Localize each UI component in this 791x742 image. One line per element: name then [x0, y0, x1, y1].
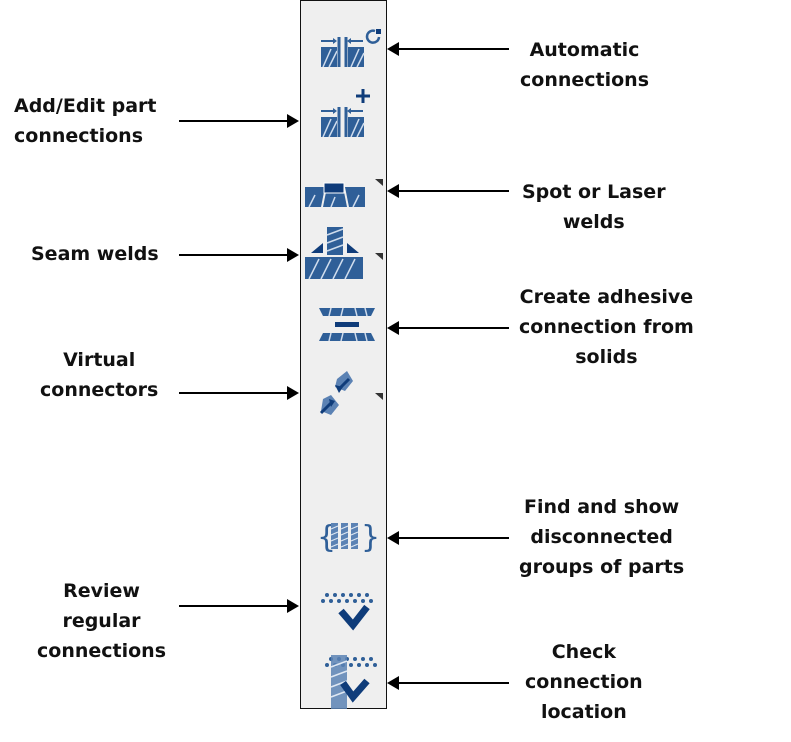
dot — [325, 663, 329, 667]
review-connections-icon — [321, 593, 373, 631]
dot — [329, 599, 333, 603]
label-check-location: Check connection location — [525, 641, 643, 723]
label-review-connections: Review regular connections — [37, 580, 167, 662]
dot — [369, 657, 373, 661]
label-seam-welds: Seam welds — [31, 243, 159, 265]
virtual-connectors-button[interactable] — [301, 369, 386, 415]
seam-welds-button[interactable] — [301, 227, 386, 280]
adhesive-connection-button[interactable] — [301, 306, 386, 350]
arrow-spot — [387, 184, 509, 198]
dot — [349, 663, 353, 667]
arrow-add-edit — [179, 114, 299, 128]
dot — [365, 663, 369, 667]
dot — [333, 593, 337, 597]
dot — [353, 599, 357, 603]
connections-toolbar: { } — [300, 0, 387, 709]
arrow-seam — [179, 248, 299, 262]
label-virtual-connectors: Virtual connectors — [40, 349, 159, 401]
spot-weld-icon — [305, 182, 365, 208]
dot — [361, 657, 365, 661]
label-automatic-connections: Automatic connections — [520, 39, 650, 91]
dot — [325, 593, 329, 597]
dot — [361, 599, 365, 603]
dropdown-arrow-icon[interactable] — [375, 393, 383, 400]
check-location-icon — [325, 655, 377, 709]
automatic-connections-icon — [321, 29, 381, 68]
dot — [369, 599, 373, 603]
dot — [341, 593, 345, 597]
label-spot-welds: Spot or Laser welds — [522, 181, 666, 233]
arrow-adhesive — [387, 321, 509, 335]
dot — [365, 593, 369, 597]
label-add-edit-connections: Add/Edit part connections — [14, 95, 157, 147]
adhesive-connection-icon — [319, 307, 375, 342]
dropdown-arrow-icon[interactable] — [375, 179, 383, 186]
arrow-virtual — [179, 386, 299, 400]
dot — [353, 657, 357, 661]
dot — [373, 663, 377, 667]
label-disconnected-groups: Find and show disconnected groups of par… — [519, 496, 685, 578]
add-edit-connections-icon — [321, 89, 370, 137]
arrow-review — [179, 599, 299, 613]
arrow-check — [387, 676, 509, 690]
seam-weld-icon — [305, 227, 363, 280]
add-edit-connections-button[interactable] — [301, 87, 386, 137]
arrow-automatic — [387, 42, 509, 56]
dot — [357, 663, 361, 667]
spot-welds-button[interactable] — [301, 173, 386, 217]
disconnected-groups-button[interactable]: { } — [301, 517, 386, 561]
automatic-connections-button[interactable] — [301, 23, 386, 68]
dot — [349, 593, 353, 597]
dot — [321, 599, 325, 603]
review-connections-button[interactable] — [301, 591, 386, 635]
dot — [357, 593, 361, 597]
dot — [337, 599, 341, 603]
label-adhesive: Create adhesive connection from solids — [519, 286, 694, 368]
dot — [345, 599, 349, 603]
virtual-connector-icon — [319, 371, 353, 415]
check-location-button[interactable] — [301, 651, 386, 709]
dropdown-arrow-icon[interactable] — [375, 253, 383, 260]
svg-text:}: } — [361, 520, 380, 555]
disconnected-groups-icon: { } — [317, 520, 380, 555]
arrow-disconnected — [387, 531, 509, 545]
